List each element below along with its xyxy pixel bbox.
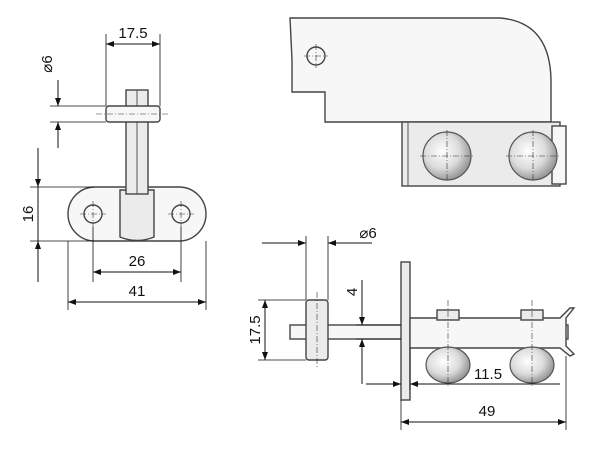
dim-hole-spacing: 26 — [92, 227, 182, 282]
dim-offset-horizontal: 11.5 — [366, 348, 560, 390]
dim-offset-vertical: 4 — [344, 280, 401, 384]
dim-offset-vertical-label: 4 — [344, 288, 361, 296]
dim-height: 16 — [20, 148, 94, 282]
dim-width-top-label: 17.5 — [118, 25, 147, 42]
vertical-plate — [400, 261, 411, 401]
side-bracket — [409, 307, 576, 357]
dim-pin-dia-label: ⌀6 — [359, 225, 376, 242]
dim-hole-spacing-label: 26 — [129, 253, 146, 270]
dim-hole-dia: ⌀6 — [39, 55, 106, 148]
dim-width-top: 17.5 — [105, 25, 161, 106]
dim-side-height: 17.5 — [247, 299, 306, 361]
top-plate — [289, 17, 552, 123]
dim-offset-horizontal-label: 11.5 — [474, 366, 502, 383]
dim-overall-width: 41 — [67, 241, 207, 310]
side-view: ⌀6 4 17.5 11.5 49 — [247, 225, 576, 430]
dim-pin-dia: ⌀6 — [262, 225, 377, 300]
dim-hole-dia-label: ⌀6 — [39, 55, 56, 72]
dim-overall-length-label: 49 — [479, 403, 496, 420]
top-view — [289, 17, 567, 187]
pin — [96, 105, 170, 123]
dim-overall-width-label: 41 — [129, 283, 146, 300]
dim-overall-length: 49 — [400, 356, 567, 430]
front-view: 17.5 ⌀6 16 26 — [20, 25, 207, 310]
dim-side-height-label: 17.5 — [247, 315, 264, 344]
dim-height-label: 16 — [20, 206, 37, 223]
